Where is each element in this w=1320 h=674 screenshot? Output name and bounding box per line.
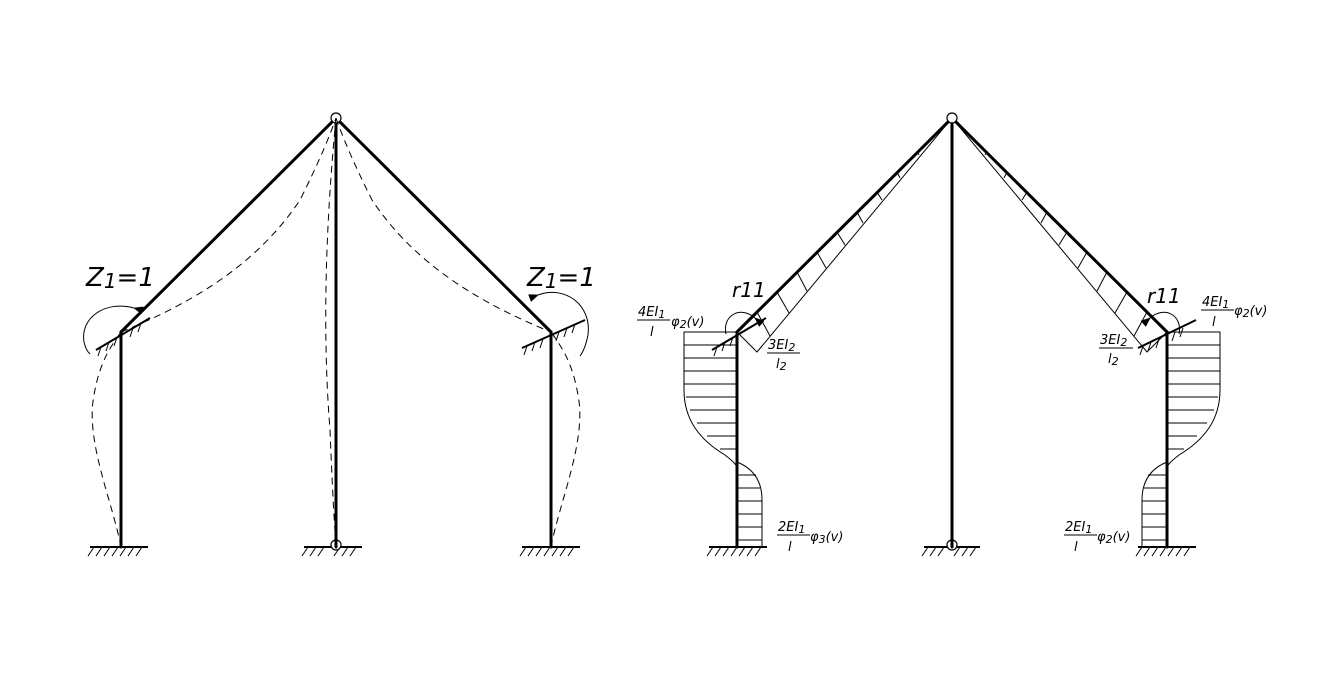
moment-diagram-right-column bbox=[1141, 331, 1221, 548]
svg-text:3EI2: 3EI2 bbox=[1100, 333, 1127, 349]
right-joint-clamp-2 bbox=[1137, 319, 1197, 356]
svg-text:l2: l2 bbox=[776, 357, 787, 373]
moment-diagram-left-rafter bbox=[736, 117, 953, 353]
svg-text:l: l bbox=[650, 325, 654, 340]
left-rafter-2 bbox=[334, 116, 553, 334]
left-ground-support-3 bbox=[519, 546, 580, 557]
left-deflection-center bbox=[325, 117, 337, 546]
svg-text:4EI1: 4EI1 bbox=[638, 305, 665, 321]
svg-text:l: l bbox=[788, 540, 792, 555]
left-ground-support-2 bbox=[301, 539, 362, 557]
svg-text:l: l bbox=[1074, 540, 1078, 555]
svg-text:2EI1: 2EI1 bbox=[1065, 520, 1092, 536]
svg-text:3EI2: 3EI2 bbox=[768, 338, 795, 354]
left-deflection-rafter-2 bbox=[335, 117, 552, 333]
left-rotation-arrow-1 bbox=[83, 305, 144, 355]
svg-text:2EI1: 2EI1 bbox=[778, 520, 805, 536]
right-rafter-1 bbox=[735, 116, 954, 334]
r11-arrow-left bbox=[724, 311, 765, 335]
svg-text:φ2(v): φ2(v) bbox=[671, 315, 704, 331]
left-frame-diagram: Z1=1 Z1=1 bbox=[83, 112, 596, 557]
left-deflection-column-2 bbox=[550, 331, 581, 548]
left-deflection-column-1 bbox=[91, 331, 122, 548]
svg-text:φ3(v): φ3(v) bbox=[810, 530, 843, 546]
right-apex-hinge bbox=[946, 112, 958, 124]
label-left-3ei2: 3EI2 l2 bbox=[767, 338, 800, 373]
svg-text:φ2(v): φ2(v) bbox=[1234, 304, 1267, 320]
right-ground-support-3 bbox=[1135, 546, 1196, 557]
svg-text:φ2(v): φ2(v) bbox=[1097, 530, 1130, 546]
label-right-3ei2: 3EI2 l2 bbox=[1099, 333, 1133, 368]
left-joint-clamp-2 bbox=[521, 319, 586, 356]
z1-label-right: Z1=1 bbox=[526, 263, 596, 293]
left-joint-clamp-1 bbox=[95, 317, 151, 357]
moment-diagram-left-column bbox=[683, 331, 763, 548]
r11-arrow-right bbox=[1140, 311, 1181, 335]
svg-text:l: l bbox=[1212, 315, 1216, 330]
right-frame-diagram: r11 r11 4EI1 l φ2(v) 3EI2 l2 2EI1 l φ3(v… bbox=[637, 112, 1267, 557]
left-rafter-1 bbox=[119, 116, 338, 334]
left-deflection-rafter-1 bbox=[120, 117, 337, 333]
z1-label-left: Z1=1 bbox=[85, 263, 155, 293]
left-ground-support-1 bbox=[87, 546, 148, 557]
label-right-2ei-phi2: 2EI1 l φ2(v) bbox=[1064, 520, 1130, 555]
label-left-4ei-phi2: 4EI1 l φ2(v) bbox=[637, 305, 704, 340]
r11-label-right: r11 bbox=[1147, 284, 1181, 308]
label-right-4ei-phi2: 4EI1 l φ2(v) bbox=[1201, 295, 1267, 330]
left-rotation-arrow-2 bbox=[528, 291, 589, 357]
moment-diagram-right-rafter bbox=[951, 117, 1168, 353]
right-rafter-2 bbox=[950, 116, 1169, 334]
svg-text:4EI1: 4EI1 bbox=[1202, 295, 1229, 311]
label-left-2ei-phi3: 2EI1 l φ3(v) bbox=[777, 520, 843, 555]
r11-label-left: r11 bbox=[732, 278, 766, 302]
svg-text:l2: l2 bbox=[1108, 352, 1119, 368]
